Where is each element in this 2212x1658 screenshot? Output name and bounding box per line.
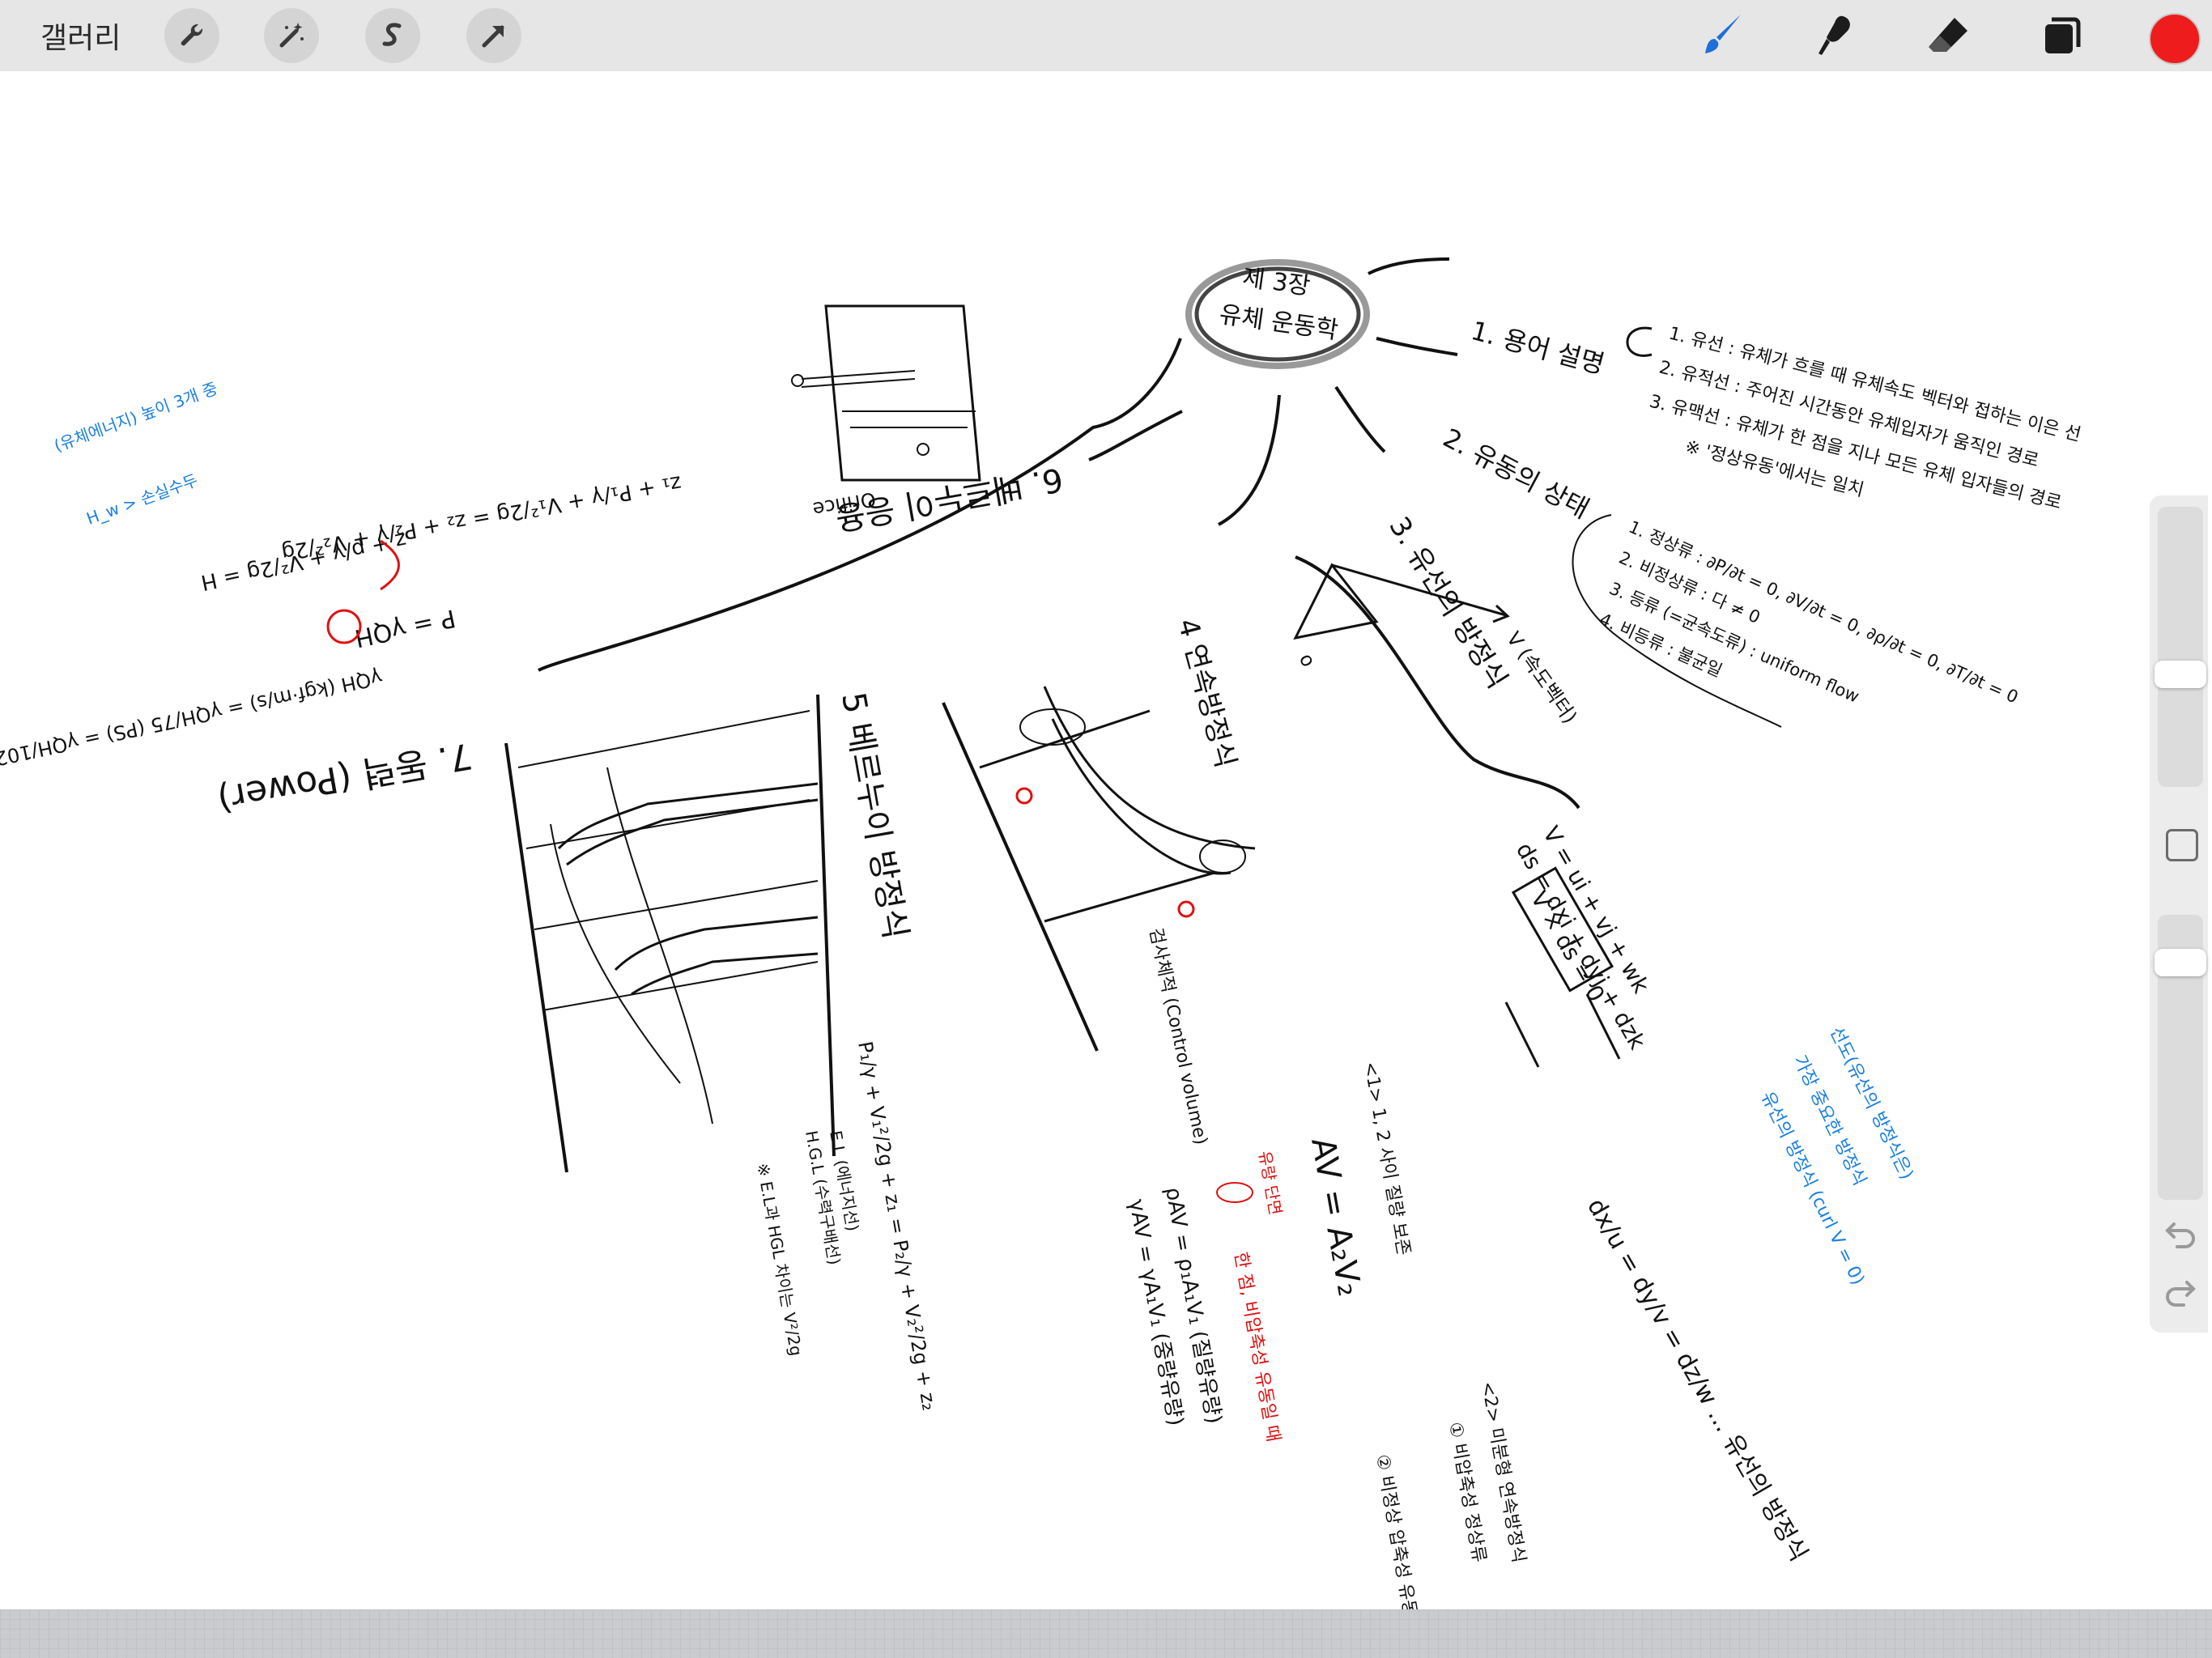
branch6-group: 6. 베르누이 응용 Orifice z₁ + P₁/γ + V₁²/2g = … [279,304,1066,565]
brush-size-slider[interactable] [2155,507,2206,787]
branch5-eq: P₁/γ + V₁²/2g + z₁ = P₂/γ + V₂²/2g + z₂ [853,1039,941,1412]
branch1-title: 1. 용어 설명 [1468,315,1608,380]
red-note2: 한 점, 비압축성 유동일 때 [1230,1251,1283,1443]
branch-lines [538,257,1458,672]
blue-note1: (유체에너지) 높이 3개 중 [52,378,220,455]
canvas-bottom-edge [0,1609,2212,1658]
blue-note2: H_w > 손실수두 [84,470,201,529]
brush-size-thumb[interactable] [2155,661,2206,688]
branch4-eq3: AV = A₂V₂ [1304,1135,1368,1299]
branch4-cv-label: 검사체적 (Control volume) [1145,926,1210,1146]
top-toolbar: 갤러리 [0,0,2212,72]
branch5-title: 5 베르누이 방정식 [834,690,914,942]
branch7-title: 7. 동력 (Power) [215,734,475,819]
blue-notes: (유체에너지) 높이 3개 중 H_w > 손실수두 선도(유선의 방정식은) … [52,378,1917,1288]
branch3-group: 3. 유선의 방정식 o V (속도벡터) [1293,512,1581,810]
wrench-icon[interactable] [164,8,219,63]
transform-arrow-icon[interactable] [466,8,521,63]
brush-icon[interactable] [1695,8,1750,63]
streamline-equations: V = ui + vj + wk ds = dxi + dyj + dzk V … [1504,822,1813,1567]
continuity-note4: ② 비정상 압축성 유동 [1372,1453,1420,1609]
branch4-group: 4 연속방정식 검사체적 (Control volume) AV = A₂V₂ … [942,615,1529,1609]
continuity-note1: <1> 1, 2 사이 질량 보존 [1359,1061,1414,1257]
center-title-line2: 유체 운동학 [1218,300,1340,345]
branch5-group: 5 베르누이 방정식 P₁/γ + V₁²/2g + z₁ = P₂/γ + V… [504,690,941,1413]
branch3-velocity-label: V (속도벡터) [1502,627,1581,727]
selection-s-icon[interactable] [365,8,420,63]
side-controls [2150,495,2208,1333]
red-note1: 유량 단면 [1255,1150,1286,1217]
center-title-group: 제 3장 유체 운동학 [1185,259,1370,369]
vector-eq4: dx/u = dy/v = dz/w ... 유선의 방정식 [1581,1194,1813,1567]
continuity-note3: ① 비압축성 정상류 [1444,1421,1489,1564]
branch4-title: 4 연속방정식 [1171,615,1242,772]
branch2-title: 2. 유동의 상태 [1438,423,1594,525]
smudge-icon[interactable] [1807,8,1862,63]
gallery-button[interactable]: 갤러리 [40,22,121,55]
drawing-canvas[interactable]: 제 3장 유체 운동학 1. 용어 설명 1. 유선 : 유체가 흐를 때 유체… [0,71,2212,1609]
opacity-slider[interactable] [2155,915,2206,1200]
red-notes: 유량 단면 한 점, 비압축성 유동일 때 [1216,1150,1286,1443]
opacity-thumb[interactable] [2155,949,2206,976]
branch7-eq1: P = γQH [352,603,458,652]
color-picker-button[interactable] [2149,13,2201,65]
modify-square-icon[interactable] [2166,829,2198,861]
magic-wand-icon[interactable] [264,8,319,63]
handwritten-note: o [1295,649,1321,671]
layers-icon[interactable] [2034,8,2089,63]
branch3-title: 3. 유선의 방정식 [1382,512,1513,695]
branch5-note3: ※ E.L과 HGL 차이는 V²/2g [753,1162,806,1358]
eraser-icon[interactable] [1921,8,1976,63]
branch7-group: 7. 동력 (Power) P = γQH z + p/γ + V²/2g = … [0,527,475,820]
undo-icon[interactable] [2163,1216,2198,1252]
redo-icon[interactable] [2163,1274,2198,1310]
